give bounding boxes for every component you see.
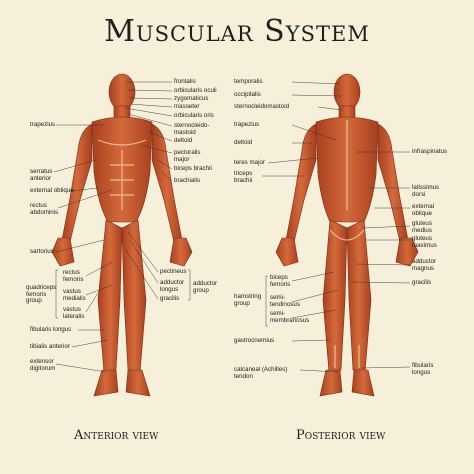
anterior-view-caption: Anterior view [74,428,159,443]
label-extensor-digitorum: extensor digitorum [30,358,56,372]
label-adductor-group: adductor group [193,280,218,294]
label-rectus-femoris: rectus femoris [63,269,84,283]
posterior-right-arm [377,123,409,243]
label-sartorius: sartorius [30,248,54,255]
anterior-figure [51,73,193,397]
label-adductor-magnus: adductor magnus [412,258,437,272]
label-hamstring-group: hamstring group [234,293,262,307]
label-fibularis-longus-anterior: fibularis longus [30,326,72,333]
anterior-left-hand [51,237,75,267]
anterior-right-hand [169,237,193,267]
posterior-head [333,73,361,111]
label-serratus-anterior: serratus anterior [30,168,53,182]
anterior-right-leg [121,219,147,373]
label-rectus-abdominis: rectus abdominis [30,202,59,216]
label-biceps-femoris: biceps femoris [270,274,291,288]
anterior-left-leg [97,219,123,373]
label-gracilis-posterior: gracilis [412,279,432,286]
label-fibularis-longus-posterior: fibularis longus [412,362,434,376]
label-sternocleidomastoid: sternocleido- mastoid [174,122,210,136]
leader-lines [53,81,411,373]
label-sternocleidomastoid-posterior: sternocleidomastoid [234,103,290,110]
label-zygomaticus: zygomaticus [174,95,209,102]
label-triceps-brachii: triceps brachii [234,170,253,184]
label-external-oblique-anterior: external oblique [30,187,74,194]
label-gracilis-anterior: gracilis [160,295,180,302]
label-masseter: masseter [174,103,200,110]
label-frontalis: frontalis [174,78,196,85]
anterior-head [108,73,136,111]
posterior-left-foot [319,369,343,397]
label-adductor-longus: adductor longus [160,279,185,293]
label-teres-major: teres major [234,159,265,166]
label-quadriceps-group: quadriceps femoris group [26,284,57,305]
label-brachialis: brachialis [174,177,201,184]
label-infraspinatus: infraspinatus [412,148,448,155]
label-latissimus-dorsi: latissimus dorsi [412,184,440,198]
label-orbicularis-oris: orbicularis oris [174,112,214,119]
label-orbicularis-oculi: orbicularis oculi [174,87,217,94]
label-occipitalis: occipitalis [234,91,261,98]
posterior-figure [275,73,419,397]
label-gastrocnemius: gastrocnemius [234,337,275,344]
posterior-view-caption: Posterior view [296,428,386,443]
label-deltoid: deltoid [174,137,193,144]
label-vastus-medialis: vastus medialis [63,288,86,302]
label-semitendinosus: semi- tendinosus [270,294,300,308]
label-biceps-brachii: biceps brachii [174,165,212,172]
anterior-right-foot [125,369,151,397]
label-pectoralis-major: pectoralis major [174,149,201,163]
label-trapezius-posterior: trapezius [234,121,260,128]
anterior-right-arm [151,123,183,243]
posterior-left-arm [285,123,317,243]
page-title: Muscular System [104,14,370,49]
posterior-right-hand [395,237,419,267]
label-external-oblique-posterior: external oblique [412,203,435,217]
label-pectineus: pectineus [160,268,187,275]
label-trapezius-anterior: trapezius [30,121,56,128]
label-vastus-lateralis: vastus lateralis [63,306,85,320]
posterior-right-leg [346,219,372,373]
label-deltoid-posterior: deltoid [234,139,253,146]
anterior-left-arm [61,123,93,243]
label-semimembranosus: semi- membranosus [270,310,310,324]
label-gluteus-medius: gluteus medius [412,220,432,234]
posterior-right-foot [351,369,375,397]
label-calcaneal-tendon: calcaneal (Achilles) tendon [234,366,288,380]
label-temporalis: temporalis [234,78,263,85]
posterior-left-hand [275,237,299,267]
label-gluteus-maximus: gluteus maximus [412,235,437,249]
anterior-left-foot [93,369,119,397]
label-tibialis-anterior: tibialis anterior [30,343,70,350]
